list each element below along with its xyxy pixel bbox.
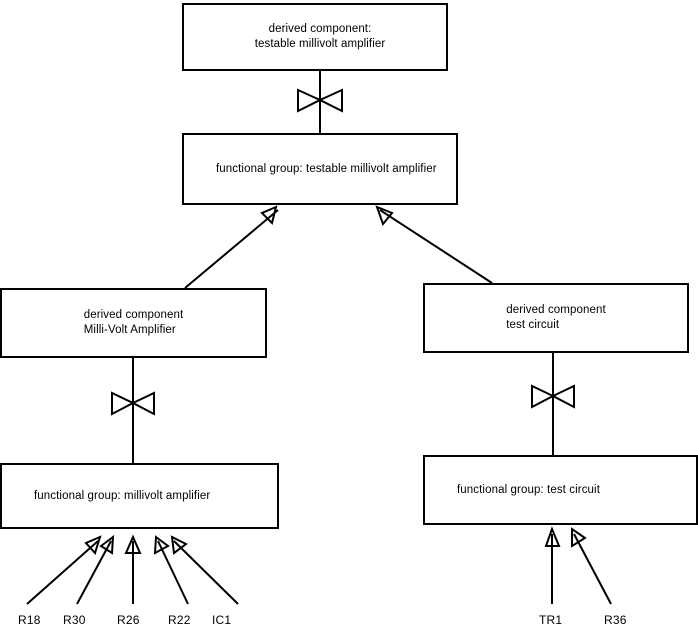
bowtie-connector-left [111, 358, 155, 463]
arrow-r30-to-millivolt-amplifier [76, 534, 115, 605]
leaf-label-r22: R22 [168, 613, 191, 627]
arrow-r18-to-millivolt-amplifier [26, 535, 102, 605]
node-label: derived component test circuit [506, 304, 606, 331]
node-functional-group-test-circuit[interactable]: functional group: test circuit [423, 455, 698, 525]
bowtie-connector-top [297, 71, 343, 133]
node-label: derived component Milli-Volt Amplifier [83, 309, 184, 336]
node-derived-component-testable-millivolt-amplifier[interactable]: derived component: testable millivolt am… [182, 3, 448, 71]
arrow-ic1-to-millivolt-amplifier [170, 535, 239, 605]
arrow-r22-to-millivolt-amplifier [153, 535, 189, 605]
leaf-label-r30: R30 [63, 613, 86, 627]
leaf-label-ic1: IC1 [212, 613, 232, 627]
node-derived-component-milli-volt-amplifier[interactable]: derived component Milli-Volt Amplifier [0, 288, 267, 358]
arrow-r26-to-millivolt-amplifier [124, 534, 142, 604]
leaf-label-r36: R36 [604, 613, 627, 627]
leaf-label-tr1: TR1 [539, 613, 563, 627]
leaf-label-r18: R18 [18, 613, 41, 627]
node-label: functional group: millivolt amplifier [34, 489, 211, 502]
arrow-mv-amp-to-testable-fg [184, 205, 279, 289]
leaf-label-r26: R26 [117, 613, 140, 627]
arrow-tr1-to-test-circuit [544, 526, 561, 604]
node-label: functional group: testable millivolt amp… [216, 162, 437, 175]
arrow-r36-to-test-circuit [571, 527, 612, 605]
node-label: functional group: test circuit [457, 483, 600, 496]
node-functional-group-testable-millivolt-amplifier[interactable]: functional group: testable millivolt amp… [182, 133, 458, 205]
node-label: derived component: testable millivolt am… [254, 23, 386, 50]
bowtie-connector-right [531, 353, 575, 455]
node-derived-component-test-circuit[interactable]: derived component test circuit [423, 283, 689, 353]
arrow-test-circuit-to-testable-fg [375, 205, 493, 284]
node-functional-group-millivolt-amplifier[interactable]: functional group: millivolt amplifier [0, 463, 279, 529]
